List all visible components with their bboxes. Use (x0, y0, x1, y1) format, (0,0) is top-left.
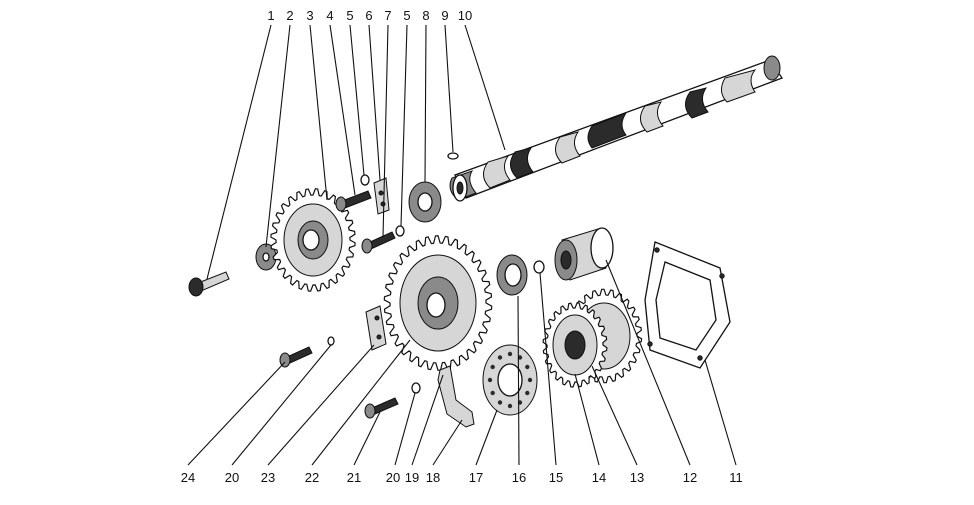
screw-24 (279, 346, 313, 368)
callout-1: 1 (267, 8, 274, 23)
leader-4 (329, 24, 356, 196)
gear-3 (270, 188, 356, 292)
washer-16 (496, 254, 528, 296)
key-9 (447, 152, 459, 160)
leader-20b (394, 392, 416, 466)
leader-23 (267, 344, 375, 466)
leader-22 (311, 339, 411, 466)
callout-labels: 1 2 3 4 5 6 7 5 8 9 10 24 20 23 22 21 20… (181, 8, 743, 485)
leader-2 (265, 24, 291, 248)
washer-5-upper (360, 174, 370, 186)
leader-3 (309, 24, 328, 201)
screw-4 (335, 190, 372, 212)
callout-20b: 20 (386, 470, 400, 485)
gasket-11 (644, 241, 731, 369)
callout-18: 18 (426, 470, 440, 485)
screw-7 (361, 231, 396, 254)
callout-7: 7 (384, 8, 391, 23)
callout-14: 14 (592, 470, 606, 485)
bushing-12 (554, 227, 614, 281)
leader-5b (400, 24, 408, 227)
camshaft (449, 55, 783, 202)
bolt-1 (188, 271, 230, 297)
callout-23: 23 (261, 470, 275, 485)
leader-12 (605, 259, 691, 466)
callout-20a: 20 (225, 470, 239, 485)
callout-22: 22 (305, 470, 319, 485)
washer-5-lower (395, 225, 405, 237)
callout-12: 12 (683, 470, 697, 485)
leader-7 (382, 24, 389, 238)
leader-24 (187, 361, 286, 466)
callout-17: 17 (469, 470, 483, 485)
callout-2: 2 (286, 8, 293, 23)
callout-5a: 5 (346, 8, 353, 23)
callout-11: 11 (729, 470, 743, 485)
leader-8 (424, 24, 427, 183)
washer-19 (411, 382, 421, 394)
leader-13 (591, 365, 638, 466)
leader-14 (574, 373, 600, 466)
washer-15 (533, 260, 545, 274)
leader-15 (539, 272, 557, 466)
callout-16: 16 (512, 470, 526, 485)
callout-5b: 5 (403, 8, 410, 23)
leader-6 (368, 24, 381, 181)
callout-13: 13 (630, 470, 644, 485)
thrust-washer-8 (408, 181, 442, 223)
leader-21 (353, 411, 381, 466)
leader-1 (206, 24, 272, 280)
plate-23 (365, 305, 387, 351)
flange-17 (482, 344, 538, 416)
leader-19 (411, 374, 444, 466)
callout-3: 3 (306, 8, 313, 23)
gear-14 (542, 302, 608, 388)
leader-9 (444, 24, 454, 153)
callout-19: 19 (405, 470, 419, 485)
callout-6: 6 (365, 8, 372, 23)
leader-20a (231, 344, 332, 466)
callout-4: 4 (326, 8, 333, 23)
leader-10 (464, 24, 506, 151)
gear-22 (383, 235, 493, 371)
leader-18 (432, 419, 463, 466)
callout-15: 15 (549, 470, 563, 485)
callout-10: 10 (458, 8, 472, 23)
leader-lines (187, 24, 737, 466)
plate-6 (373, 177, 390, 215)
leader-17 (475, 409, 498, 466)
leader-11 (704, 359, 737, 466)
bracket-18 (437, 365, 475, 428)
washer-20-upper (327, 336, 335, 346)
leader-5a (349, 24, 365, 176)
screw-21 (364, 397, 399, 419)
leader-16 (517, 295, 520, 466)
callout-8: 8 (422, 8, 429, 23)
callout-24: 24 (181, 470, 195, 485)
callout-9: 9 (441, 8, 448, 23)
callout-21: 21 (347, 470, 361, 485)
